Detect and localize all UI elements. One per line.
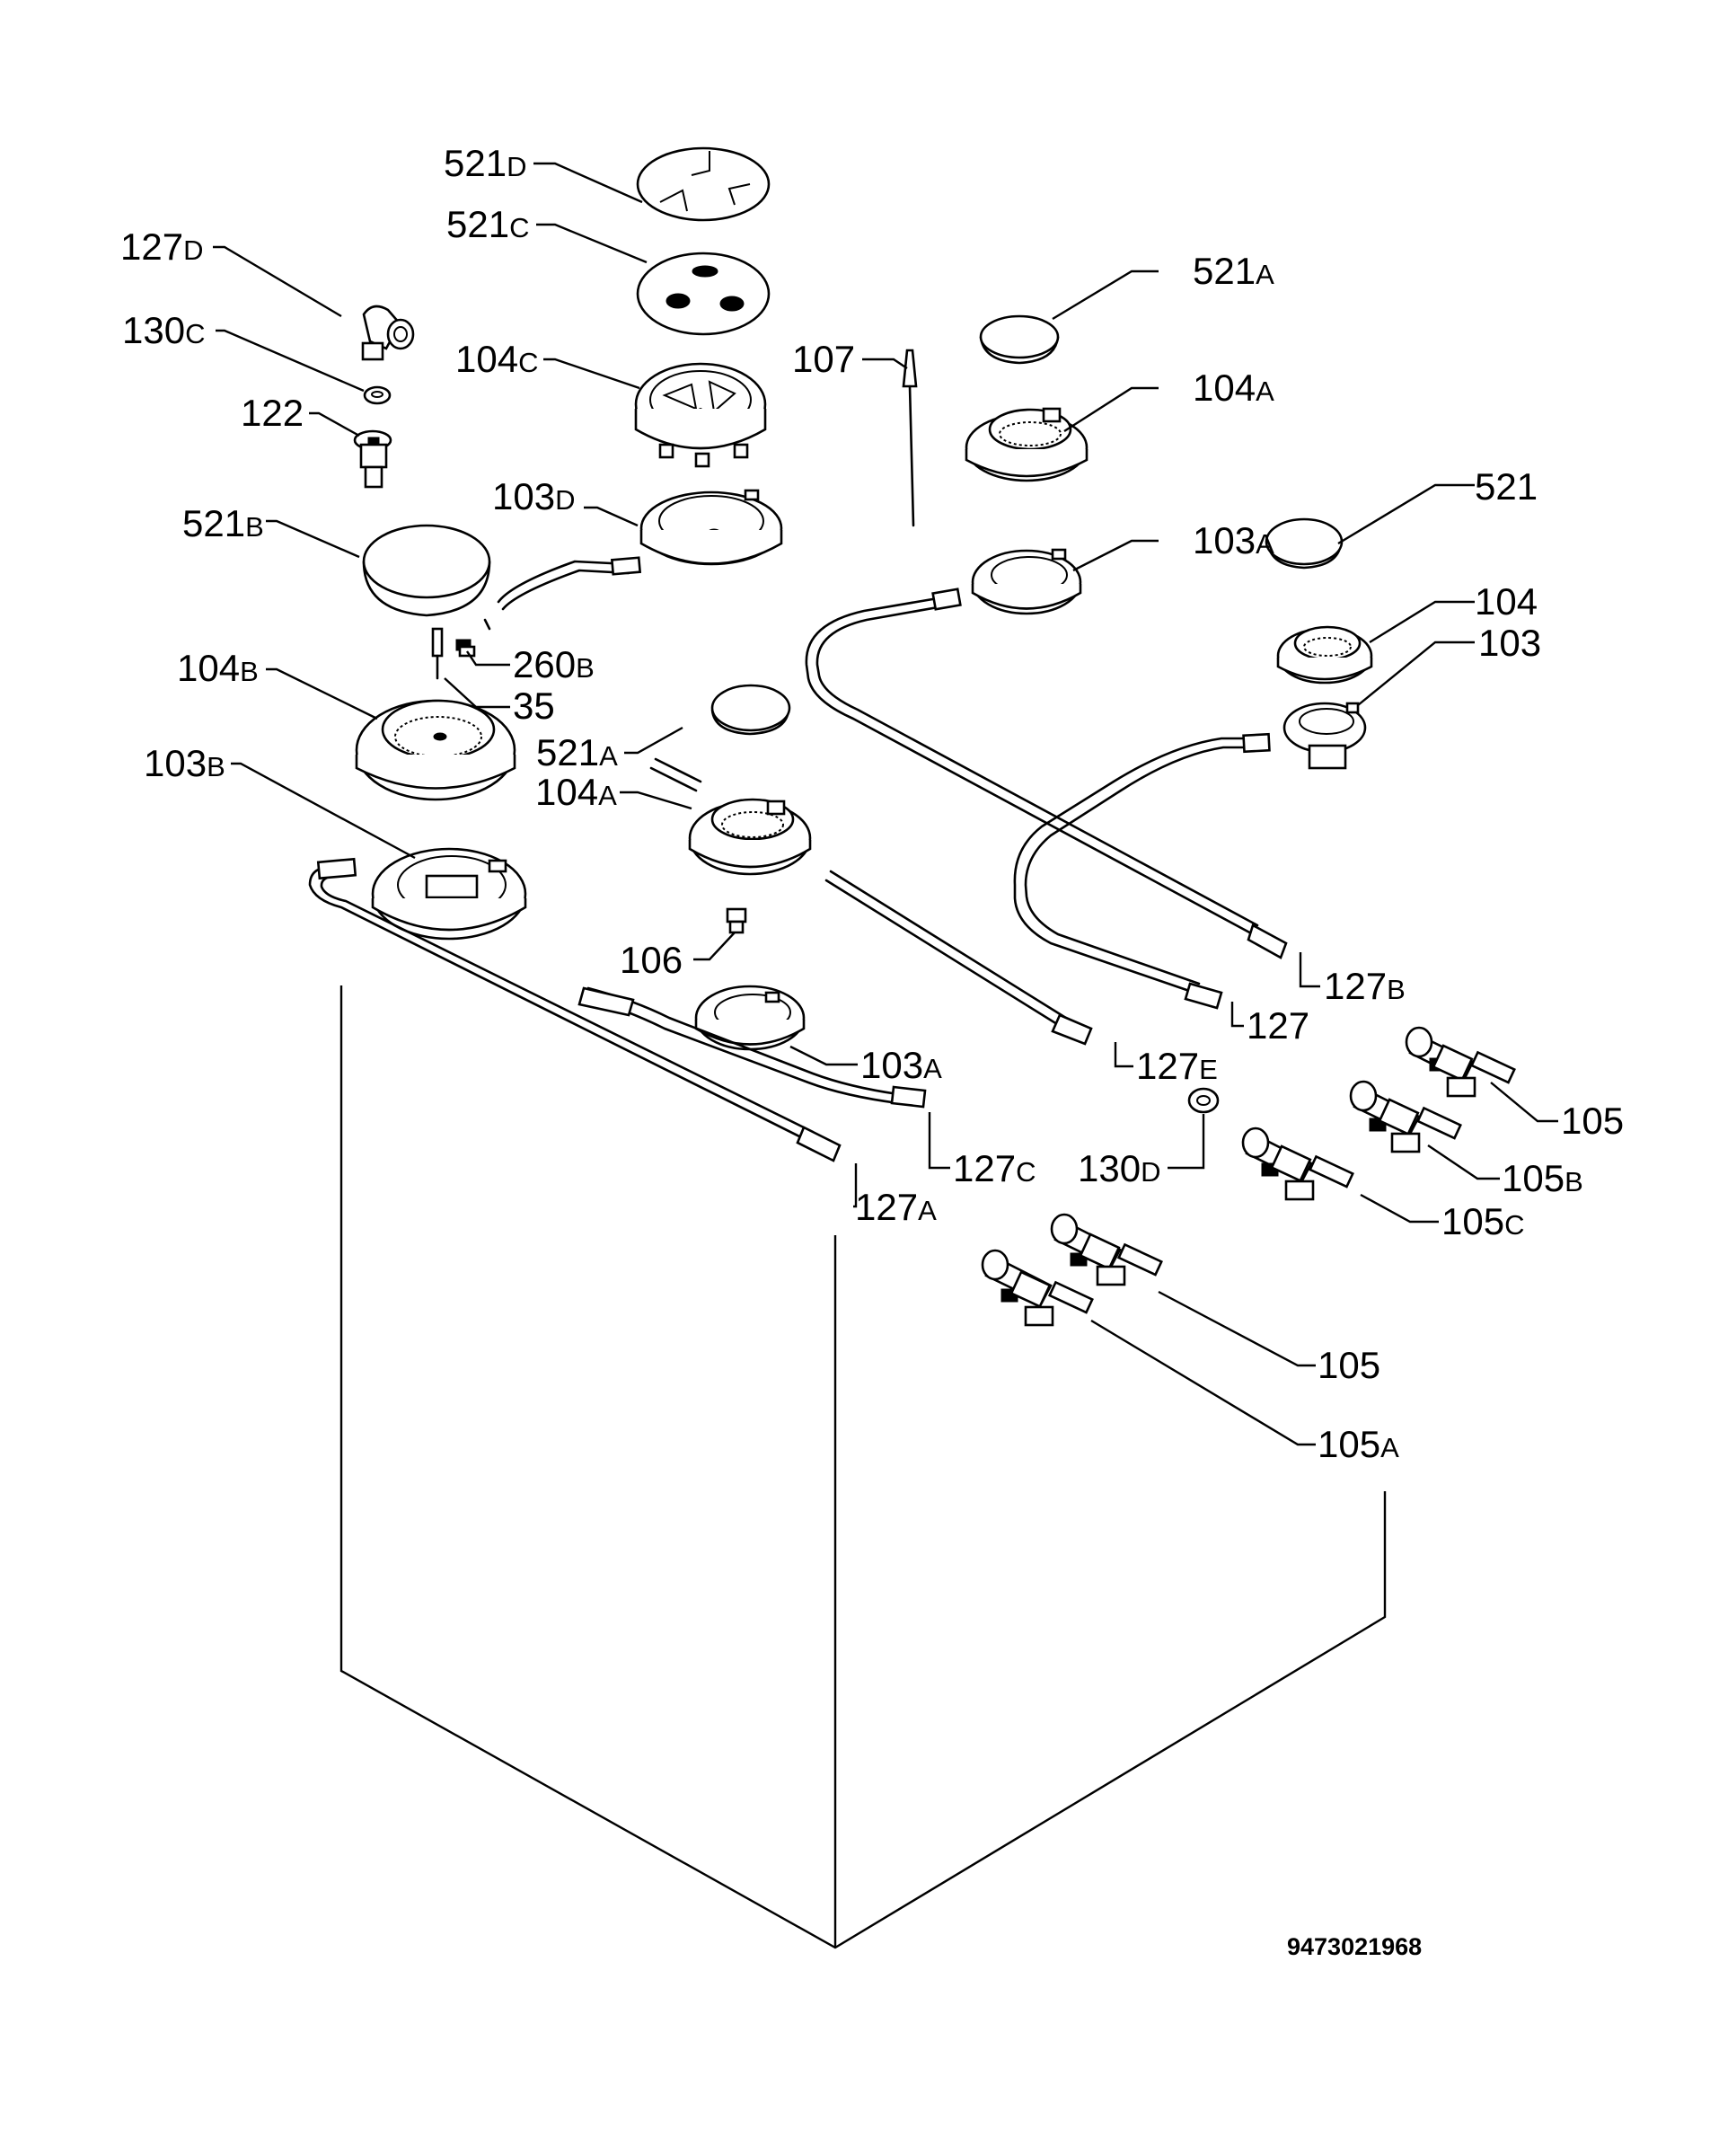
label-103d: 103D bbox=[492, 475, 575, 517]
label-104b: 104B bbox=[177, 647, 259, 689]
washer-130d bbox=[1187, 1087, 1220, 1114]
label-105a: 105A bbox=[1318, 1423, 1399, 1465]
part-labels: 521D 521C 127D 130C 104C 122 521A 107 10… bbox=[120, 142, 1624, 1465]
label-105-top: 105 bbox=[1561, 1100, 1624, 1142]
label-127e: 127E bbox=[1136, 1045, 1218, 1087]
cooker-body-outline bbox=[339, 985, 1387, 1949]
burner-head-104b bbox=[355, 699, 516, 801]
label-521a-top: 521A bbox=[1193, 250, 1274, 292]
label-521c: 521C bbox=[446, 203, 529, 245]
label-35: 35 bbox=[513, 685, 555, 727]
burner-head-104 bbox=[1276, 625, 1373, 685]
burner-base-103d bbox=[639, 489, 783, 566]
injector-106 bbox=[726, 907, 747, 934]
gas-tap-105-top bbox=[1405, 1026, 1516, 1098]
label-127d: 127D bbox=[120, 225, 203, 268]
label-127c: 127C bbox=[953, 1147, 1036, 1189]
cap-521a-top bbox=[979, 314, 1060, 365]
cap-521b bbox=[362, 524, 491, 617]
cap-521 bbox=[1265, 517, 1344, 570]
clip-260b bbox=[455, 639, 476, 658]
label-104a-middle: 104A bbox=[535, 771, 617, 813]
label-103: 103 bbox=[1478, 622, 1541, 664]
gas-pipes bbox=[308, 556, 1288, 1162]
leader-lines bbox=[213, 162, 1558, 1446]
washer-130c bbox=[363, 385, 392, 405]
injector-holder-122 bbox=[353, 429, 392, 489]
cap-521c bbox=[636, 252, 771, 336]
gas-tap-105-bottom bbox=[1050, 1213, 1163, 1286]
label-127: 127 bbox=[1247, 1004, 1309, 1047]
burner-head-104a-middle bbox=[688, 798, 812, 876]
cap-521a-middle bbox=[710, 684, 791, 736]
label-105b: 105B bbox=[1502, 1157, 1583, 1199]
elbow-fitting-127d bbox=[361, 305, 415, 361]
burner-base-103a-bottom bbox=[694, 985, 806, 1051]
label-521d: 521D bbox=[444, 142, 526, 184]
ignition-electrode-107 bbox=[902, 349, 918, 527]
label-105c: 105C bbox=[1441, 1200, 1524, 1242]
label-127a: 127A bbox=[855, 1186, 937, 1228]
burner-head-104c bbox=[634, 362, 767, 468]
label-521: 521 bbox=[1475, 465, 1538, 508]
label-130d: 130D bbox=[1078, 1147, 1160, 1189]
label-130c: 130C bbox=[122, 309, 205, 351]
label-103a-bottom: 103A bbox=[860, 1044, 942, 1086]
label-122: 122 bbox=[241, 392, 304, 434]
label-104c: 104C bbox=[455, 338, 538, 380]
label-107: 107 bbox=[792, 338, 855, 380]
gas-tap-105c bbox=[1241, 1127, 1354, 1201]
cap-521d bbox=[636, 146, 771, 222]
burner-base-103 bbox=[1282, 702, 1367, 770]
gas-tap-105a bbox=[981, 1249, 1094, 1327]
label-103b: 103B bbox=[144, 742, 225, 784]
burner-base-103b bbox=[371, 847, 527, 941]
label-521a-middle: 521A bbox=[536, 731, 618, 773]
label-106: 106 bbox=[620, 939, 683, 981]
burner-base-103a-top bbox=[971, 548, 1082, 615]
label-260b: 260B bbox=[513, 643, 595, 685]
label-521b: 521B bbox=[182, 502, 264, 544]
thermocouple-35 bbox=[431, 627, 444, 680]
document-number: 9473021968 bbox=[1287, 1933, 1422, 1960]
label-103a-top: 103A bbox=[1193, 519, 1274, 561]
label-105-bottom: 105 bbox=[1318, 1344, 1380, 1386]
label-104: 104 bbox=[1475, 580, 1538, 623]
gas-tap-105b bbox=[1349, 1080, 1462, 1153]
label-127b: 127B bbox=[1324, 965, 1406, 1007]
label-104a-top: 104A bbox=[1193, 367, 1274, 409]
burner-head-104a-top bbox=[965, 407, 1089, 482]
